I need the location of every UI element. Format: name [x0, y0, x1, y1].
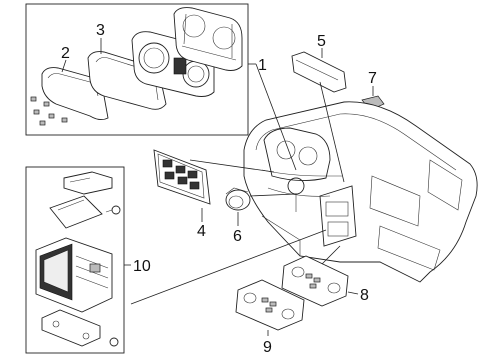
- switch-panel-part: [153, 149, 275, 222]
- callout-4: 4: [197, 223, 206, 240]
- callout-5: 5: [317, 33, 326, 50]
- callout-9: 9: [263, 339, 272, 356]
- crash-pad-garnish-part: [291, 48, 347, 93]
- cluster-group-box: [25, 3, 256, 136]
- callout-3: 3: [96, 22, 105, 39]
- av-bracket-lower: [41, 309, 119, 347]
- callout-1: 1: [258, 57, 267, 74]
- heater-control-part-8: [281, 245, 359, 307]
- callout-2: 2: [61, 45, 70, 62]
- callout-10: 10: [133, 258, 151, 275]
- dashboard-assembly: [243, 101, 478, 283]
- leader-1: [255, 63, 297, 171]
- heater-control-part-9: [235, 279, 305, 336]
- av-plate: [49, 195, 103, 229]
- callout-7: 7: [368, 70, 377, 87]
- av-head-unit-part: [35, 237, 113, 313]
- leader-10: [130, 229, 327, 305]
- callout-8: 8: [360, 287, 369, 304]
- cluster-housing-part: [173, 7, 243, 71]
- knob-switch-part: [225, 187, 297, 226]
- av-bracket-upper: [63, 171, 121, 215]
- leader-5: [319, 81, 345, 183]
- callout-6: 6: [233, 228, 242, 245]
- av-unit-group-box: [25, 166, 131, 354]
